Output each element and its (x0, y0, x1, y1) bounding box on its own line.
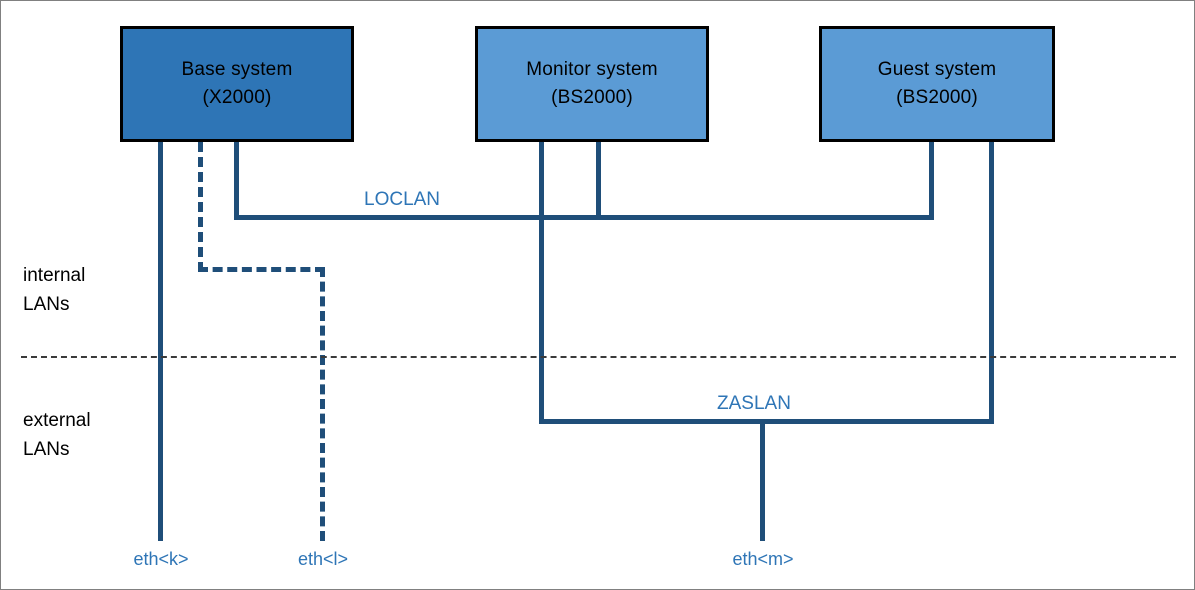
network-label-zaslan: ZASLAN (717, 393, 791, 414)
system-box-guest[interactable]: Guest system (BS2000) (819, 26, 1055, 142)
system-box-guest-line2: (BS2000) (896, 87, 978, 108)
zone-label-internal-line1: internal (23, 265, 86, 286)
wire-base-to-eth-l-jog (198, 267, 325, 272)
wire-monitor-to-loclan (596, 142, 601, 220)
system-box-base-line2: (X2000) (202, 87, 272, 108)
zone-label-external-line1: external (23, 410, 91, 431)
system-box-base[interactable]: Base system (X2000) (120, 26, 354, 142)
zone-label-internal-line2: LANs (23, 293, 70, 315)
system-box-monitor[interactable]: Monitor system (BS2000) (475, 26, 709, 142)
wire-guest-to-zaslan (989, 142, 994, 424)
interface-label-eth-m: eth<m> (732, 549, 794, 569)
zone-label-internal: internal LANs (23, 262, 85, 319)
zone-label-external-line2: LANs (23, 438, 70, 460)
wire-base-to-eth-l-drop (320, 267, 325, 541)
system-box-guest-line1: Guest system (877, 59, 997, 81)
system-box-base-line1: Base system (181, 59, 293, 81)
wire-base-to-eth-k (158, 142, 163, 541)
wire-zaslan-bus (539, 419, 994, 424)
system-box-monitor-line2: (BS2000) (551, 87, 633, 108)
internal-external-divider (21, 356, 1176, 358)
interface-label-eth-k: eth<k> (133, 549, 189, 569)
wire-monitor-to-zaslan (539, 142, 544, 424)
wire-base-to-loclan-stub (234, 142, 239, 220)
network-label-loclan: LOCLAN (364, 189, 441, 210)
system-box-monitor-line1: Monitor system (526, 59, 658, 81)
wire-guest-to-loclan (929, 142, 934, 220)
wire-base-to-eth-l-stub (198, 142, 203, 272)
wire-loclan-bus (234, 215, 934, 220)
zone-label-external: external LANs (23, 407, 91, 464)
wire-zaslan-to-eth-m (760, 419, 765, 541)
interface-label-eth-l: eth<l> (297, 549, 349, 569)
